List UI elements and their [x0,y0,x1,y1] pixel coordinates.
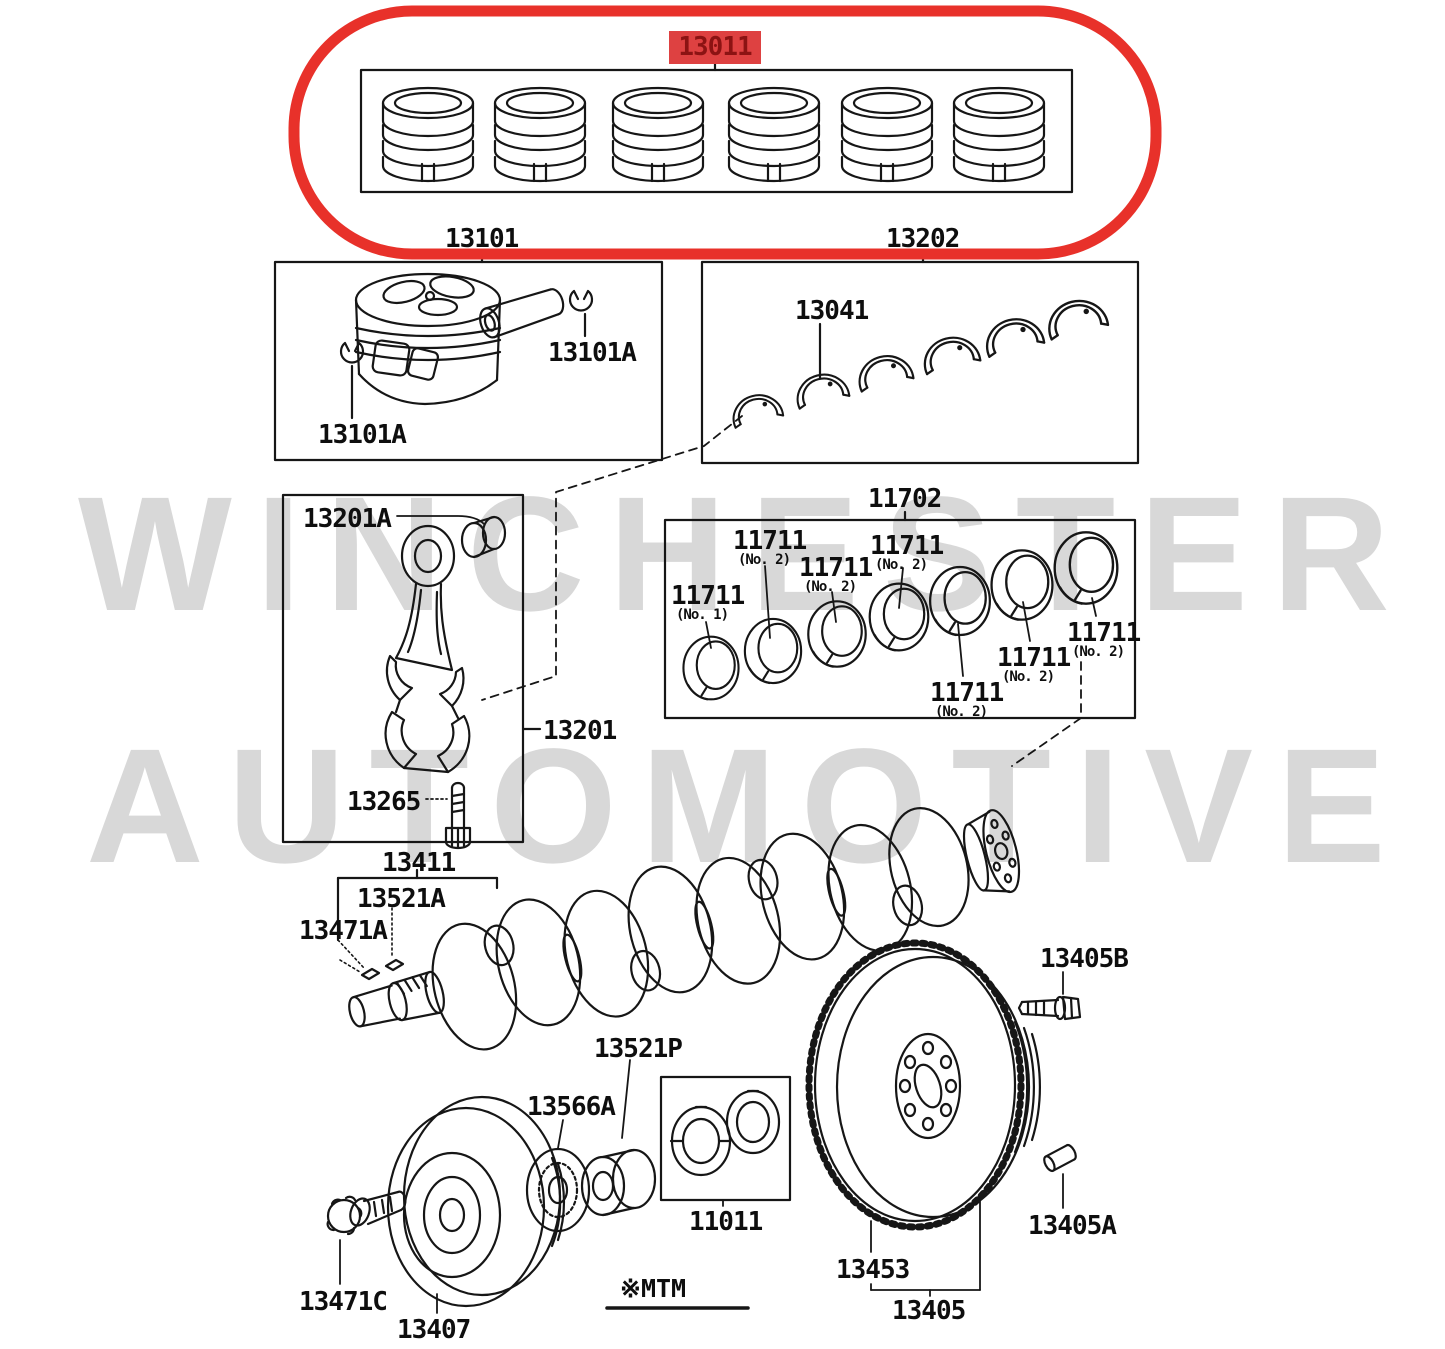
part-label-13041: 13041 [795,296,869,326]
connecting-rod-box [281,493,525,844]
part-sublabel-no2-c: (No. 2) [875,557,928,573]
part-sublabel-no2-a: (No. 2) [738,552,791,568]
part-label-13471A: 13471A [299,916,388,946]
pulley-bolt-drawing [326,1190,407,1236]
part-sublabel-no2-d: (No. 2) [935,704,988,720]
part-sublabel-no2-f: (No. 2) [1072,644,1125,660]
part-label-13407: 13407 [397,1315,471,1345]
part-label-13201A: 13201A [303,504,392,534]
thrust-washer-drawing [669,1089,781,1177]
part-label-13201: 13201 [543,716,617,746]
part-label-13405B: 13405B [1040,944,1129,974]
main-bearing-box [700,260,1140,465]
piston-box [273,260,664,462]
highlight-ring [288,5,1162,260]
flywheel-pin-drawing [1043,1143,1077,1173]
rod-bolt-drawing [444,781,472,850]
part-label-11711-6: 11711 [997,643,1071,673]
pin-clip-left [339,341,365,364]
crankshaft-drawing [348,807,1021,1051]
part-label-13411: 13411 [382,848,456,878]
part-label-11711-2: 11711 [733,526,807,556]
part-label-13265: 13265 [347,787,421,817]
pin-clip-right [568,289,594,312]
part-label-13101A-left: 13101A [318,420,407,450]
pulley-drawing [386,1095,566,1308]
piston-drawing [354,272,502,406]
flywheel-bolt-drawing [1017,995,1082,1021]
part-label-11011: 11011 [689,1207,763,1237]
ring-set-box [359,68,1074,194]
part-label-13101A-right: 13101A [548,338,637,368]
timing-sprocket-drawing [580,1148,657,1217]
part-label-13405: 13405 [892,1296,966,1326]
part-label-13202: 13202 [886,224,960,254]
part-label-13453: 13453 [836,1255,910,1285]
part-label-13101: 13101 [445,224,519,254]
crankshaft-washer-drawing [525,1147,591,1233]
part-label-11711-4: 11711 [870,531,944,561]
mtm-note: ※MTM [620,1274,687,1303]
part-label-11711-5: 11711 [930,678,1004,708]
part-label-11711-7: 11711 [1067,618,1141,648]
watermark-line2: AUTOMOTIVE [86,714,1410,897]
watermark-line1: WINCHESTER [78,462,1414,645]
highlighted-part-label: 13011 [669,31,761,64]
thrust-washer-box [659,1075,792,1202]
part-sublabel-no2-b: (No. 2) [804,579,857,595]
part-label-13566A: 13566A [527,1092,616,1122]
part-sublabel-no1: (No. 1) [676,607,729,623]
part-label-13521A: 13521A [357,884,446,914]
crank-key-1 [360,967,381,981]
part-label-13521P: 13521P [594,1034,683,1064]
part-sublabel-no2-e: (No. 2) [1002,669,1055,685]
part-label-11711-1: 11711 [671,581,745,611]
piston-pin-drawing [479,288,565,339]
part-label-11711-3: 11711 [799,553,873,583]
crank-key-2 [384,958,405,972]
part-label-13405A: 13405A [1028,1211,1117,1241]
part-label-13471C: 13471C [299,1287,388,1317]
part-label-11702: 11702 [868,484,942,514]
connecting-rod-drawing [384,515,507,850]
flywheel-drawing [805,939,1042,1231]
rod-bearing-box [663,518,1137,720]
